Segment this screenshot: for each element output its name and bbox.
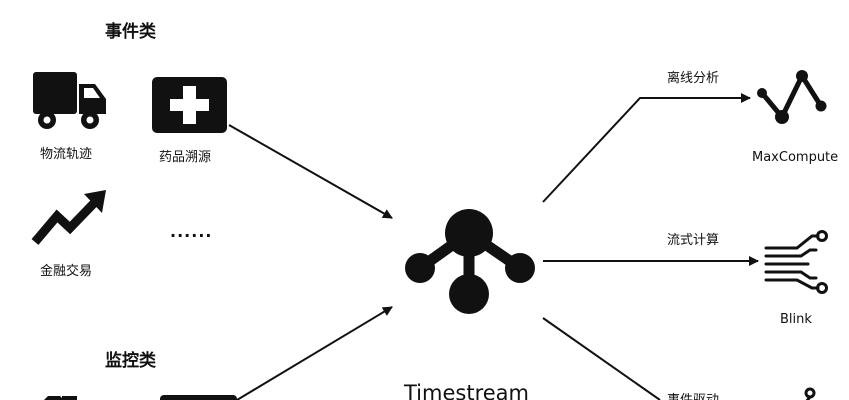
edge-label-offline-analysis: 离线分析 <box>667 71 720 86</box>
center-title: Timestream <box>404 381 529 400</box>
medical-cross-icon <box>152 77 227 133</box>
edge-drug-to-center <box>228 124 393 219</box>
truck-icon <box>33 72 106 129</box>
zigzag-nodes-icon <box>757 70 827 124</box>
target-label-blink: Blink <box>780 312 812 327</box>
source-label-drug-tracing: 药品溯源 <box>159 150 212 165</box>
section-heading-events: 事件类 <box>105 22 156 42</box>
monitor-device-icon <box>160 395 237 400</box>
edge-monitor-to-center <box>236 306 393 400</box>
edge-center-to-maxcompute <box>542 93 751 203</box>
monitor-alarm-icon <box>44 396 77 400</box>
circuit-lines-icon <box>764 230 828 294</box>
source-label-logistics: 物流轨迹 <box>40 147 93 162</box>
edge-center-to-event-driven <box>542 317 661 400</box>
edge-label-event-driven: 事件驱动 <box>667 389 719 400</box>
trend-up-arrow-icon <box>31 190 106 245</box>
target-label-maxcompute: MaxCompute <box>752 150 839 165</box>
source-label-finance: 金融交易 <box>40 264 93 279</box>
hook-node-icon <box>804 387 816 400</box>
edge-label-stream-compute: 流式计算 <box>667 233 720 248</box>
section-heading-monitoring: 监控类 <box>105 351 156 371</box>
source-ellipsis: ...... <box>170 222 213 241</box>
timestream-node-graph-icon <box>405 209 535 314</box>
